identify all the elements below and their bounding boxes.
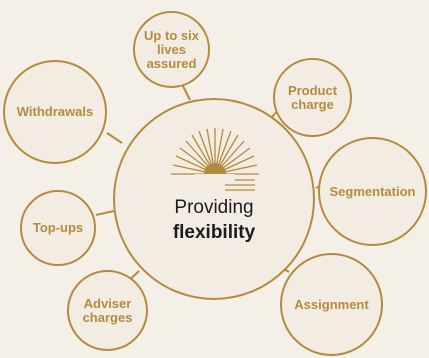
sunburst-icon (171, 128, 259, 191)
node-label: Adviser charges (82, 295, 133, 325)
node-label: Segmentation (329, 183, 416, 199)
node-label: Withdrawals (16, 104, 94, 119)
node-top-ups: Top-ups (20, 190, 96, 266)
connector-up-to-six (181, 83, 191, 101)
node-assignment: Assignment (280, 253, 383, 356)
node-label: Assignment (294, 296, 369, 312)
node-segmentation: Segmentation (318, 137, 427, 246)
node-withdrawals: Withdrawals (3, 60, 107, 164)
node-label: Product charge (287, 82, 338, 112)
node-label: Up to six lives assured (144, 27, 199, 71)
node-product-charge: Product charge (273, 58, 352, 137)
center-title-line2: flexibility (172, 222, 256, 243)
connector-top-ups (95, 210, 115, 216)
node-label: Top-ups (32, 220, 84, 235)
node-adviser-charges: Adviser charges (67, 270, 148, 351)
center-circle: Providing flexibility (113, 98, 315, 300)
node-up-to-six-lives-assured: Up to six lives assured (133, 11, 210, 88)
connector-withdrawals (106, 132, 123, 144)
center-title-line1: Providing (174, 197, 254, 218)
